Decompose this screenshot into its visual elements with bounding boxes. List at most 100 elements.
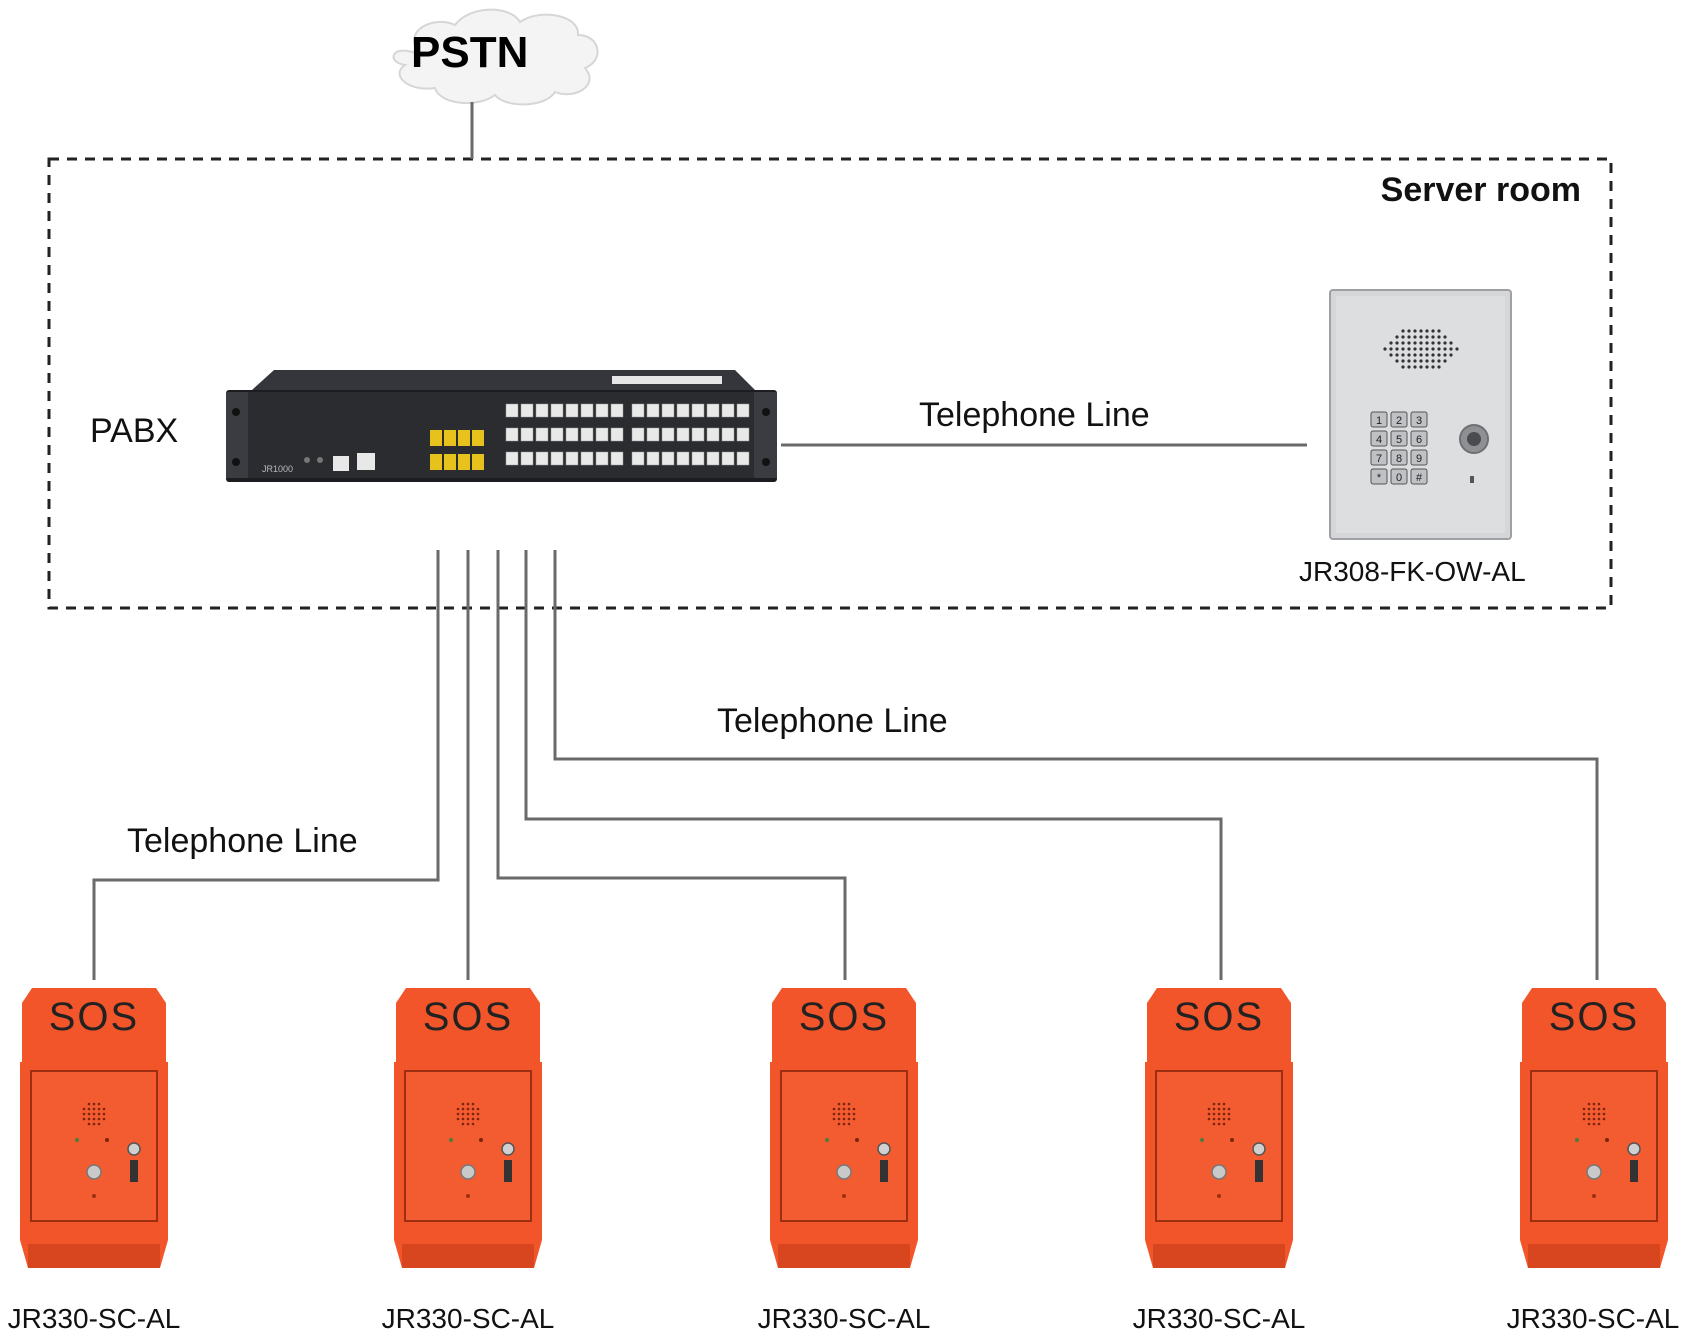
keypad-key-label: 2 [1396, 415, 1402, 427]
sos-model-label: JR330-SC-AL [757, 1303, 931, 1334]
pabx-extension-ports [505, 403, 750, 466]
grill-hole [1431, 365, 1435, 369]
connection-lines [92, 102, 1599, 980]
sos-led-icon [75, 1138, 79, 1142]
sos-emergency-phone: SOS [394, 988, 542, 1268]
extension-port [595, 403, 609, 418]
extension-port [535, 427, 549, 442]
grill-hole [1407, 329, 1411, 333]
sos-banner-text: SOS [799, 995, 889, 1039]
pabx-device: JR1000 [226, 370, 777, 482]
keypad-key-label: 9 [1416, 453, 1422, 465]
pstn-cloud-icon [392, 8, 599, 106]
extension-port [676, 451, 690, 466]
sos-lock-icon [1627, 1142, 1641, 1156]
grill-hole [1431, 353, 1435, 357]
grill-hole [1425, 359, 1429, 363]
extension-port [706, 427, 720, 442]
grill-hole [1401, 341, 1405, 345]
grill-hole [1449, 353, 1453, 357]
keypad-key-label: 4 [1376, 434, 1382, 446]
keypad-key-label: 3 [1416, 415, 1422, 427]
grill-hole [1395, 347, 1399, 351]
extension-port [550, 403, 564, 418]
grill-hole [1431, 359, 1435, 363]
sos-key-icon [130, 1160, 138, 1182]
extension-port [691, 451, 705, 466]
grill-hole [1419, 365, 1423, 369]
pabx-trunk-ports [430, 430, 484, 470]
sos-base [28, 1244, 160, 1268]
extension-port [631, 451, 645, 466]
sos-lock-icon [1252, 1142, 1266, 1156]
sos-lock-icon [877, 1142, 891, 1156]
extension-port [646, 427, 660, 442]
grill-hole [1401, 329, 1405, 333]
extension-port [610, 451, 624, 466]
grill-hole [1389, 347, 1393, 351]
telephone-line-label-left: Telephone Line [127, 822, 358, 860]
sos-emergency-phone: SOS [1145, 988, 1293, 1268]
trunk-port [444, 430, 456, 446]
grill-hole [1419, 353, 1423, 357]
sos-banner-text: SOS [1549, 995, 1639, 1039]
extension-port [505, 403, 519, 418]
grill-hole [1443, 335, 1447, 339]
grill-hole [1455, 347, 1459, 351]
trunk-port [458, 454, 470, 470]
grill-hole [1401, 347, 1405, 351]
line-to-sos-5 [553, 550, 1599, 980]
extension-port [736, 403, 750, 418]
extension-port [691, 403, 705, 418]
grill-hole [1437, 359, 1441, 363]
sos-call-button-icon [86, 1164, 102, 1180]
grill-hole [1419, 329, 1423, 333]
extension-port [535, 451, 549, 466]
grill-hole [1395, 353, 1399, 357]
sos-led-icon [449, 1138, 453, 1142]
keypad-key-label: # [1416, 472, 1423, 484]
sos-call-button-icon [1586, 1164, 1602, 1180]
grill-hole [1425, 341, 1429, 345]
keypad-key-label: 6 [1416, 434, 1422, 446]
sos-speaker-icon [456, 1102, 480, 1126]
sos-key-icon [1255, 1160, 1263, 1182]
keypad-key [1410, 430, 1428, 447]
sos-key-icon [880, 1160, 888, 1182]
sos-lock-icon [127, 1142, 141, 1156]
keypad-key [1390, 449, 1408, 466]
grill-hole [1431, 341, 1435, 345]
line-to-sos-3 [496, 550, 847, 980]
trunk-port [472, 430, 484, 446]
extension-port [646, 403, 660, 418]
grill-hole [1431, 329, 1435, 333]
sos-model-label: JR330-SC-AL [381, 1303, 555, 1334]
extension-port [646, 451, 660, 466]
rack-ear-right [754, 392, 777, 478]
keypad-key-label: 7 [1376, 453, 1382, 465]
trunk-port [430, 454, 442, 470]
grill-hole [1413, 347, 1417, 351]
grill-hole [1383, 347, 1387, 351]
grill-hole [1425, 353, 1429, 357]
extension-port [676, 403, 690, 418]
extension-port [565, 451, 579, 466]
grill-hole [1443, 359, 1447, 363]
extension-port [550, 451, 564, 466]
extension-port [520, 403, 534, 418]
extension-port [676, 427, 690, 442]
trunk-port [472, 454, 484, 470]
grill-hole [1437, 347, 1441, 351]
grill-hole [1425, 347, 1429, 351]
keypad-key [1390, 468, 1408, 485]
wall-phone-model-label: JR308-FK-OW-AL [1299, 556, 1526, 587]
extension-port [631, 403, 645, 418]
sos-speaker-icon [1582, 1102, 1606, 1126]
extension-port [661, 403, 675, 418]
grill-hole [1437, 329, 1441, 333]
sos-call-button-icon [836, 1164, 852, 1180]
sos-speaker-icon [1207, 1102, 1231, 1126]
sos-call-button-icon [1211, 1164, 1227, 1180]
